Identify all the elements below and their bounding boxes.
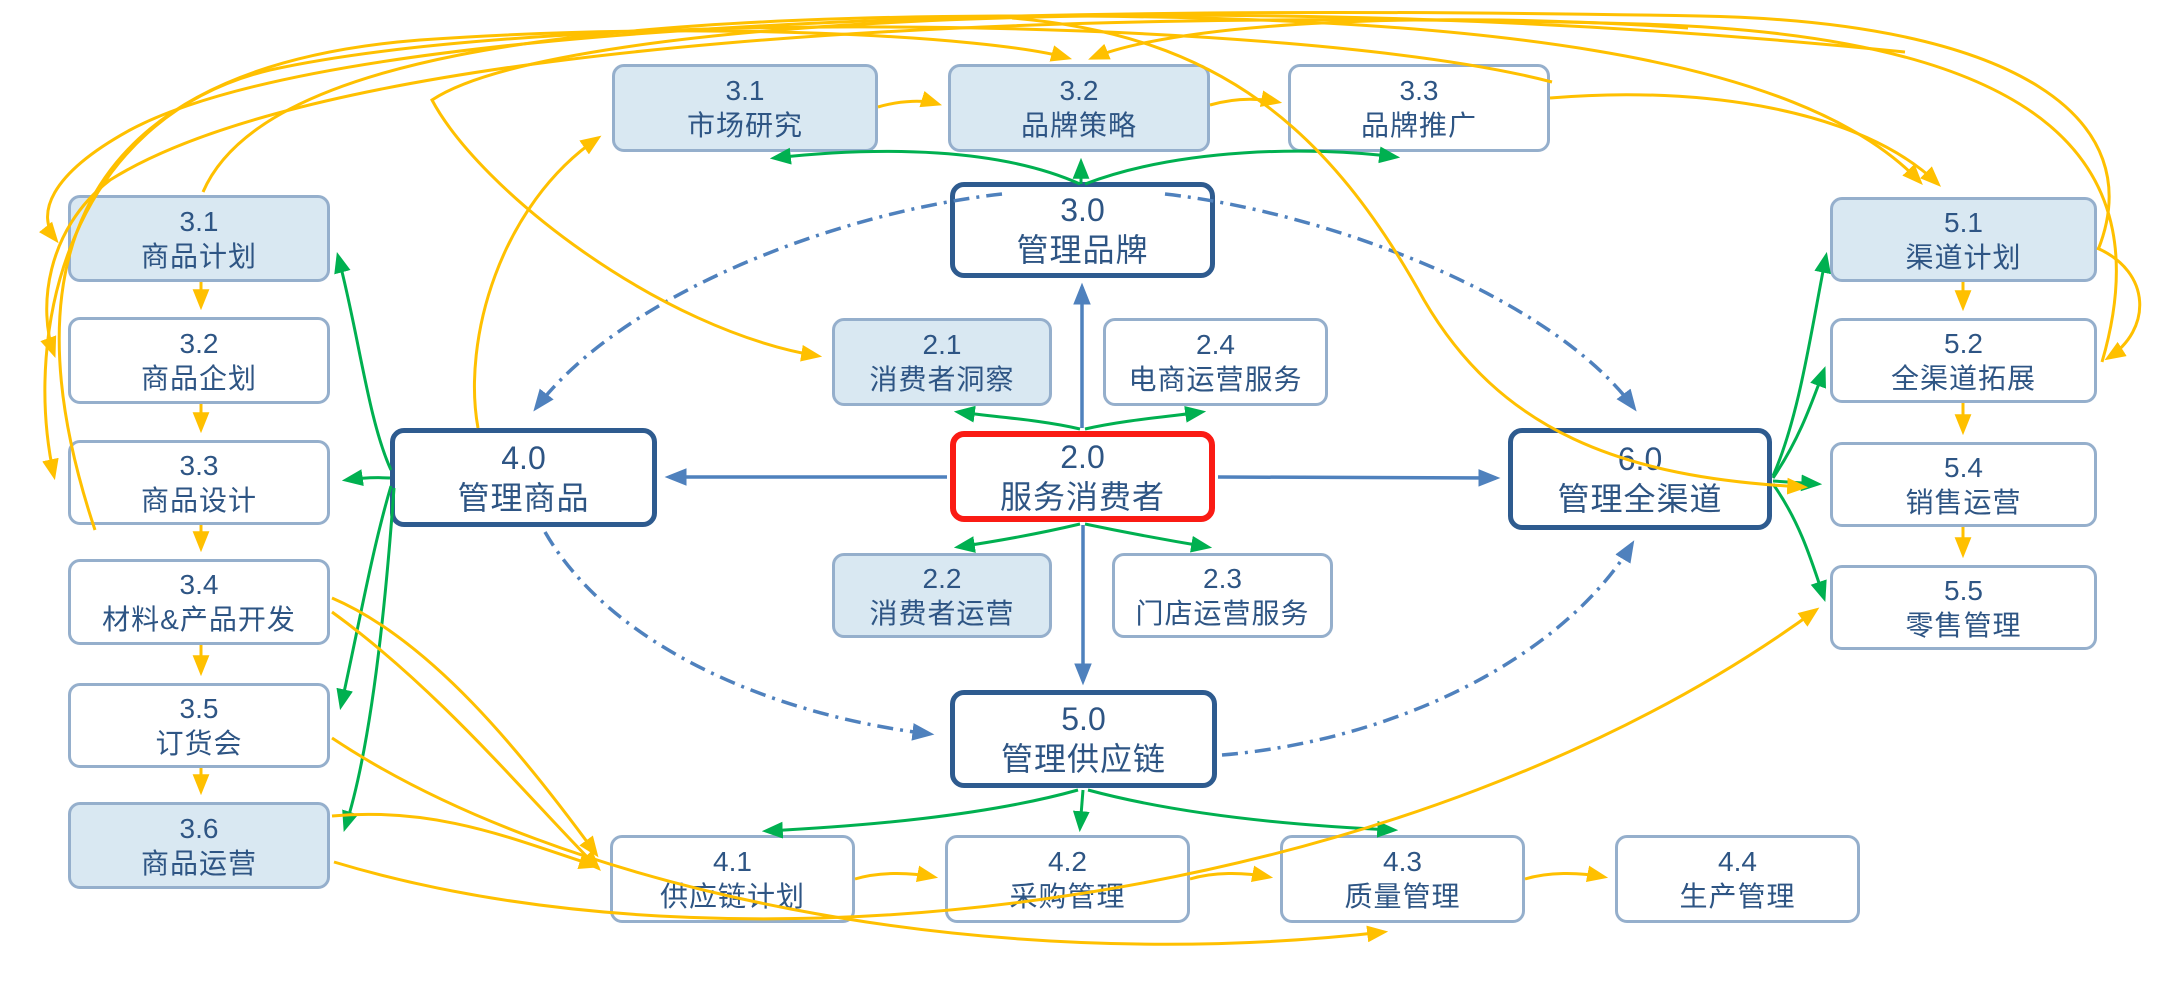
node-number: 6.0 [1617, 441, 1663, 477]
node-number: 3.1 [725, 75, 765, 106]
node-label: 商品企划 [140, 362, 257, 394]
node-label: 全渠道拓展 [1890, 362, 2036, 394]
node-label: 管理全渠道 [1557, 481, 1723, 517]
node-brand-strategy: 3.2 品牌策略 [948, 64, 1210, 152]
node-label: 管理品牌 [1016, 232, 1149, 268]
node-label: 商品运营 [140, 847, 257, 879]
node-label: 电商运营服务 [1128, 364, 1303, 395]
node-consumer-insight: 2.1 消费者洞察 [832, 318, 1052, 406]
node-label: 商品计划 [140, 240, 257, 272]
node-number: 4.3 [1383, 846, 1422, 877]
node-quality-management: 4.3 质量管理 [1280, 835, 1525, 923]
node-number: 5.1 [1944, 206, 1983, 238]
node-production-management: 4.4 生产管理 [1615, 835, 1860, 923]
node-label: 消费者运营 [869, 597, 1015, 629]
node-label: 管理供应链 [1000, 741, 1166, 777]
node-supply-chain-planning: 4.1 供应链计划 [610, 835, 855, 923]
node-label: 材料&产品开发 [102, 604, 296, 635]
node-label: 采购管理 [1009, 881, 1126, 912]
node-number: 2.1 [922, 329, 962, 360]
node-procurement-management: 4.2 采购管理 [945, 835, 1190, 923]
node-manage-brand: 3.0 管理品牌 [950, 182, 1215, 278]
node-number: 3.0 [1060, 192, 1105, 228]
node-number: 5.2 [1944, 327, 1983, 359]
node-number: 2.2 [922, 562, 962, 594]
node-label: 商品设计 [140, 484, 257, 516]
node-label: 门店运营服务 [1135, 597, 1310, 629]
node-label: 品牌策略 [1020, 110, 1137, 141]
node-number: 5.0 [1061, 701, 1106, 737]
node-manage-supply-chain: 5.0 管理供应链 [950, 690, 1217, 788]
node-label: 生产管理 [1679, 881, 1796, 912]
node-number: 3.3 [1399, 75, 1439, 106]
node-number: 3.3 [179, 449, 219, 481]
node-label: 服务消费者 [999, 478, 1165, 515]
node-number: 2.4 [1196, 329, 1235, 360]
node-market-research: 3.1 市场研究 [612, 64, 878, 152]
node-number: 4.1 [713, 846, 752, 877]
node-number: 5.4 [1944, 451, 1983, 483]
node-label: 渠道计划 [1905, 241, 2022, 273]
node-label: 管理商品 [457, 479, 590, 516]
node-brand-promotion: 3.3 品牌推广 [1288, 64, 1550, 152]
node-number: 4.0 [501, 439, 546, 476]
node-number: 3.1 [179, 205, 219, 237]
node-number: 4.2 [1048, 846, 1087, 877]
node-label: 市场研究 [686, 110, 803, 141]
node-label: 零售管理 [1905, 609, 2022, 641]
node-label: 消费者洞察 [869, 364, 1015, 395]
node-number: 3.5 [179, 692, 219, 724]
node-ecommerce-operation-service: 2.4 电商运营服务 [1103, 318, 1328, 406]
node-label: 销售运营 [1905, 486, 2022, 518]
node-number: 4.4 [1718, 846, 1757, 877]
node-label: 品牌推广 [1360, 110, 1477, 141]
node-label: 供应链计划 [659, 881, 805, 912]
node-material-product-dev: 3.4 材料&产品开发 [68, 559, 330, 645]
node-manage-omnichannel: 6.0 管理全渠道 [1508, 428, 1772, 530]
node-number: 3.6 [179, 812, 219, 844]
node-label: 质量管理 [1344, 881, 1461, 912]
node-number: 3.2 [1059, 75, 1099, 106]
node-label: 订货会 [155, 727, 243, 759]
node-number: 2.3 [1203, 562, 1242, 594]
node-number: 2.0 [1060, 438, 1105, 475]
node-number: 3.2 [179, 327, 219, 359]
node-number: 5.5 [1944, 574, 1983, 606]
node-number: 3.4 [179, 569, 219, 600]
